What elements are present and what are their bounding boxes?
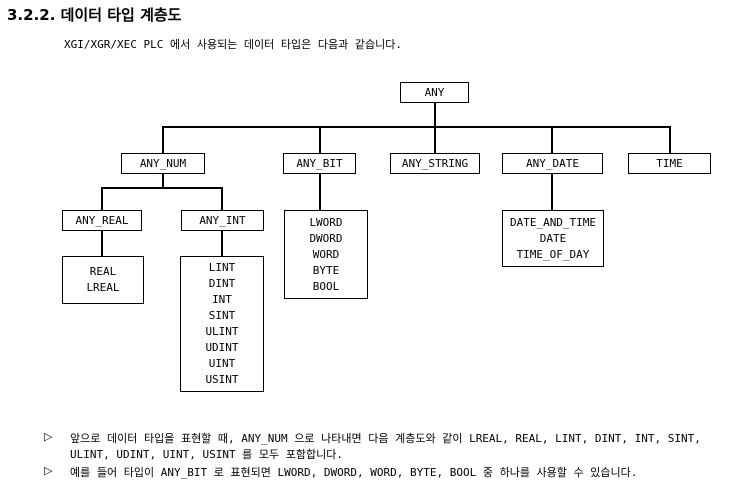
node-any-bit: ANY_BIT: [283, 153, 356, 174]
type-item: WORD: [312, 247, 340, 261]
type-item: SINT: [208, 309, 236, 322]
connector: [221, 187, 223, 210]
connector: [162, 126, 670, 128]
node-any-int: ANY_INT: [181, 210, 264, 231]
connector: [669, 126, 671, 153]
type-item: DWORD: [309, 231, 343, 245]
connector: [319, 174, 321, 210]
node-time: TIME: [628, 153, 711, 174]
type-item: USINT: [205, 373, 239, 386]
node-any-real: ANY_REAL: [62, 210, 142, 231]
connector: [101, 187, 223, 189]
type-item: BYTE: [312, 263, 340, 277]
type-item: UDINT: [205, 341, 239, 354]
type-item: INT: [212, 293, 232, 306]
type-item: ULINT: [205, 325, 239, 338]
section-heading: 3.2.2. 데이터 타입 계층도: [7, 6, 182, 24]
connector: [551, 174, 553, 210]
connector: [434, 103, 436, 127]
note-1-line-2: ULINT, UDINT, UINT, USINT 를 모두 포함합니다.: [70, 448, 344, 461]
connector: [162, 174, 164, 188]
type-item: DATE: [539, 231, 567, 245]
node-label: ANY_DATE: [526, 156, 579, 170]
note-1-line-1: 앞으로 데이터 타입을 표현할 때, ANY_NUM 으로 나타내면 다음 계층…: [70, 432, 701, 445]
type-item: UINT: [208, 357, 236, 370]
type-item: DATE_AND_TIME: [509, 215, 597, 229]
int-types-box: LINT DINT INT SINT ULINT UDINT UINT USIN…: [180, 256, 264, 392]
note-2: 예를 들어 타입이 ANY_BIT 로 표현되면 LWORD, DWORD, W…: [70, 466, 638, 479]
node-label: TIME: [656, 156, 683, 170]
note-marker: ▷: [44, 464, 53, 477]
node-any-date: ANY_DATE: [502, 153, 603, 174]
intro-text: XGI/XGR/XEC PLC 에서 사용되는 데이터 타입은 다음과 같습니다…: [64, 38, 402, 51]
type-item: DINT: [208, 277, 236, 290]
node-any-num: ANY_NUM: [121, 153, 205, 174]
real-types-box: REAL LREAL: [62, 256, 144, 304]
node-label: ANY_BIT: [296, 156, 343, 170]
type-item: BOOL: [312, 279, 340, 293]
type-item: TIME_OF_DAY: [516, 247, 590, 261]
node-any: ANY: [400, 82, 469, 103]
type-item: REAL: [89, 265, 117, 278]
node-label: ANY_NUM: [139, 156, 187, 170]
connector: [221, 231, 223, 256]
connector: [101, 231, 103, 256]
connector: [551, 126, 553, 153]
node-any-string: ANY_STRING: [390, 153, 480, 174]
type-item: LINT: [208, 261, 236, 274]
connector: [434, 126, 436, 153]
note-marker: ▷: [44, 430, 53, 443]
connector: [319, 126, 321, 153]
node-label: ANY: [424, 85, 445, 99]
type-item: LWORD: [309, 215, 343, 229]
bit-types-box: LWORD DWORD WORD BYTE BOOL: [284, 210, 368, 299]
type-item: LREAL: [86, 281, 120, 294]
connector: [162, 126, 164, 153]
node-label: ANY_INT: [199, 213, 246, 227]
date-types-box: DATE_AND_TIME DATE TIME_OF_DAY: [502, 210, 604, 267]
node-label: ANY_REAL: [75, 213, 129, 227]
node-label: ANY_STRING: [401, 156, 469, 170]
connector: [101, 187, 103, 210]
